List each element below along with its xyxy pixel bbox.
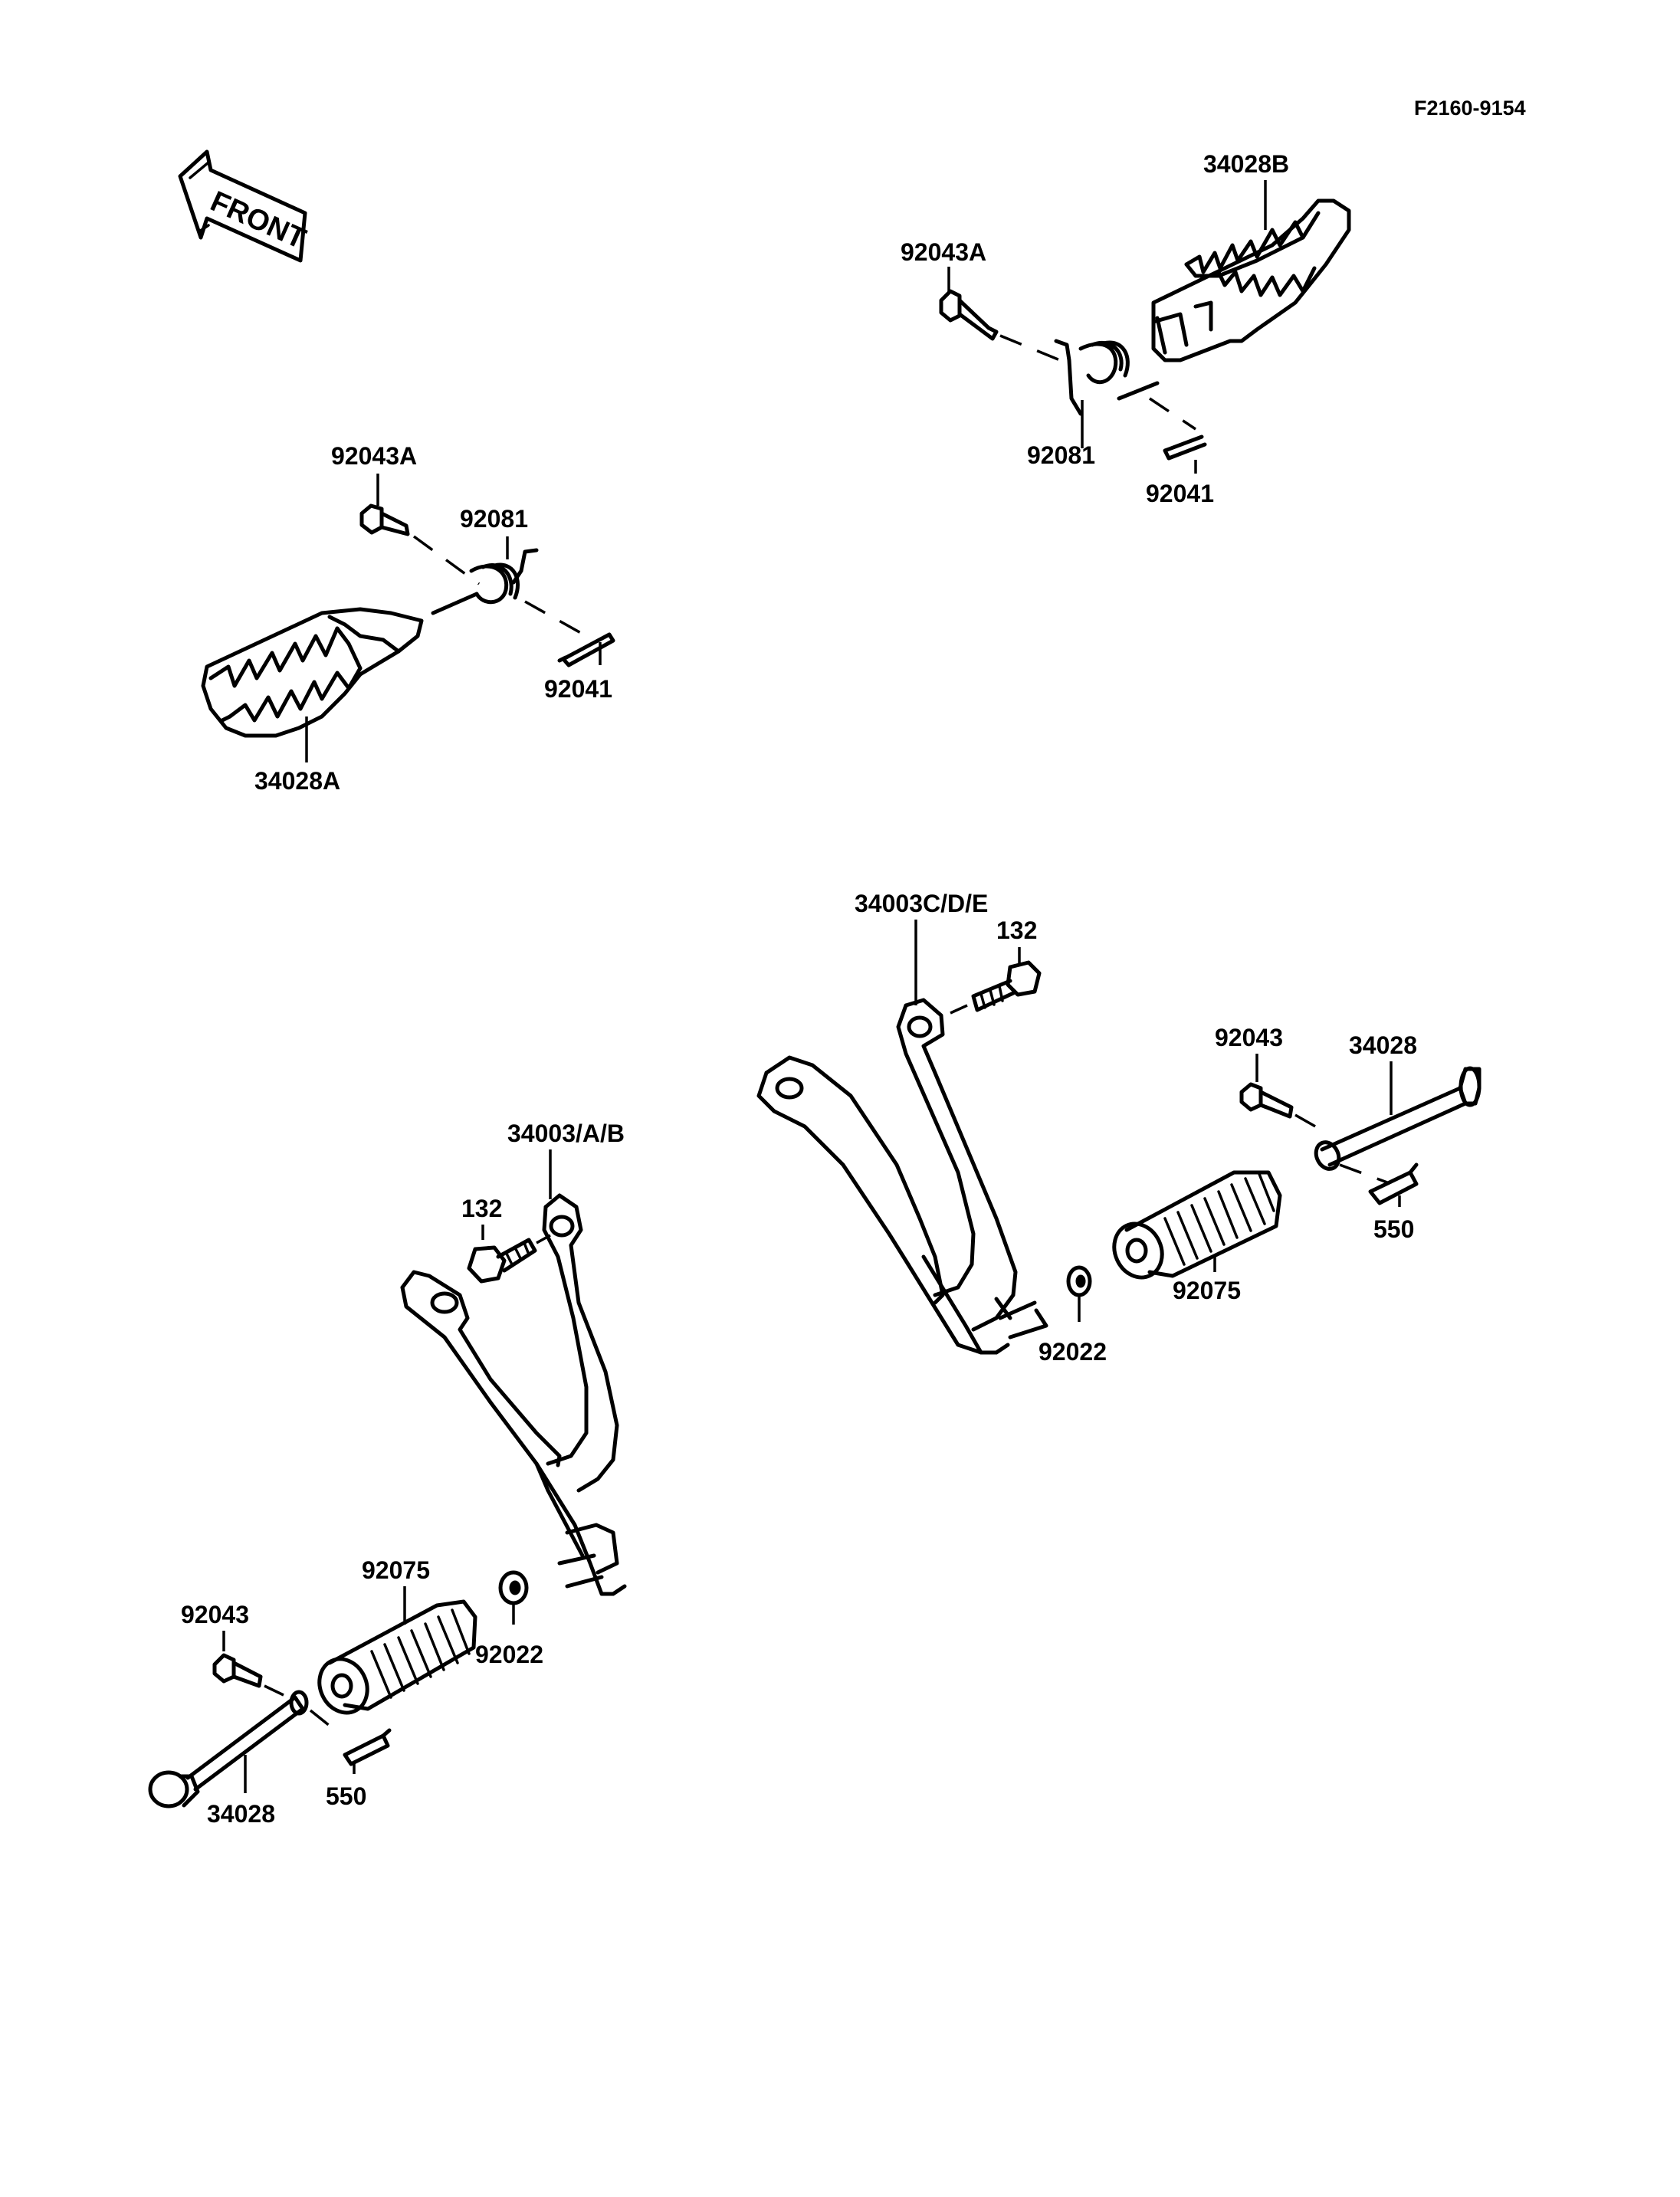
label-92022-left: 92022 — [475, 1641, 543, 1668]
cotter-pin-550-right-icon — [1368, 1162, 1419, 1205]
footpeg-34028a-icon — [201, 607, 424, 738]
shaft-34028-left-icon — [148, 1690, 309, 1808]
front-arrow-label: FRONT — [205, 185, 310, 256]
label-92043-left: 92043 — [181, 1601, 249, 1628]
label-550-right: 550 — [1373, 1215, 1414, 1243]
label-34028-right: 34028 — [1349, 1031, 1417, 1059]
label-132-right: 132 — [996, 917, 1037, 944]
label-34028b: 34028B — [1203, 150, 1289, 178]
top-right-footpeg-assembly: 34028B 92043A 92081 92041 — [901, 150, 1351, 507]
bolt-132-right-icon — [971, 960, 1042, 1012]
label-92043a-top-right: 92043A — [901, 238, 986, 266]
bolt-92043-right-icon — [1239, 1082, 1294, 1119]
label-34003cde: 34003C/D/E — [855, 890, 988, 917]
rubber-grip-92075-left-icon — [317, 1599, 477, 1715]
shaft-34028-right-icon — [1314, 1066, 1481, 1171]
label-34028-left: 34028 — [207, 1800, 275, 1828]
rubber-grip-92075-right-icon — [1112, 1170, 1282, 1280]
spring-92081-icon — [1054, 339, 1160, 416]
label-550-left: 550 — [326, 1782, 366, 1810]
washer-92022-left-icon — [498, 1570, 529, 1605]
label-92081-top-left: 92081 — [460, 505, 528, 533]
label-92041-top-right: 92041 — [1146, 480, 1214, 507]
label-92043a-top-left: 92043A — [331, 442, 417, 470]
diagram-code: F2160-9154 — [1414, 97, 1526, 120]
spring-92081-top-left-icon — [431, 548, 539, 615]
bracket-34003cde-icon — [756, 998, 1048, 1355]
bolt-92043a-top-left-icon — [359, 503, 410, 536]
label-34028a: 34028A — [254, 767, 340, 795]
right-passenger-footpeg-assembly: 34003C/D/E 132 92043 — [756, 890, 1481, 1366]
bolt-92043-left-icon — [212, 1653, 263, 1688]
label-92075-right: 92075 — [1173, 1277, 1241, 1304]
front-direction-arrow-icon: FRONT — [178, 149, 310, 263]
pin-92041-icon — [1163, 434, 1207, 461]
label-92022-right: 92022 — [1039, 1338, 1107, 1366]
top-left-footpeg-assembly: 92043A 92081 92041 3402 — [201, 442, 615, 795]
washer-92022-right-icon — [1066, 1265, 1092, 1297]
left-passenger-footpeg-assembly: 34003/A/B 132 92022 — [148, 1120, 627, 1828]
cotter-pin-550-left-icon — [343, 1728, 392, 1766]
label-92043-right: 92043 — [1215, 1024, 1283, 1051]
label-34003ab: 34003/A/B — [507, 1120, 625, 1147]
bolt-132-left-icon — [467, 1238, 537, 1284]
label-132-left: 132 — [461, 1195, 502, 1222]
label-92081-top-right: 92081 — [1027, 441, 1095, 469]
bolt-92043a-icon — [939, 289, 999, 341]
bracket-34003ab-icon — [400, 1193, 627, 1596]
pin-92041-top-left-icon — [557, 632, 615, 667]
label-92075-left: 92075 — [362, 1556, 430, 1584]
footpeg-34028b-icon — [1151, 198, 1351, 362]
label-92041-top-left: 92041 — [544, 675, 612, 703]
